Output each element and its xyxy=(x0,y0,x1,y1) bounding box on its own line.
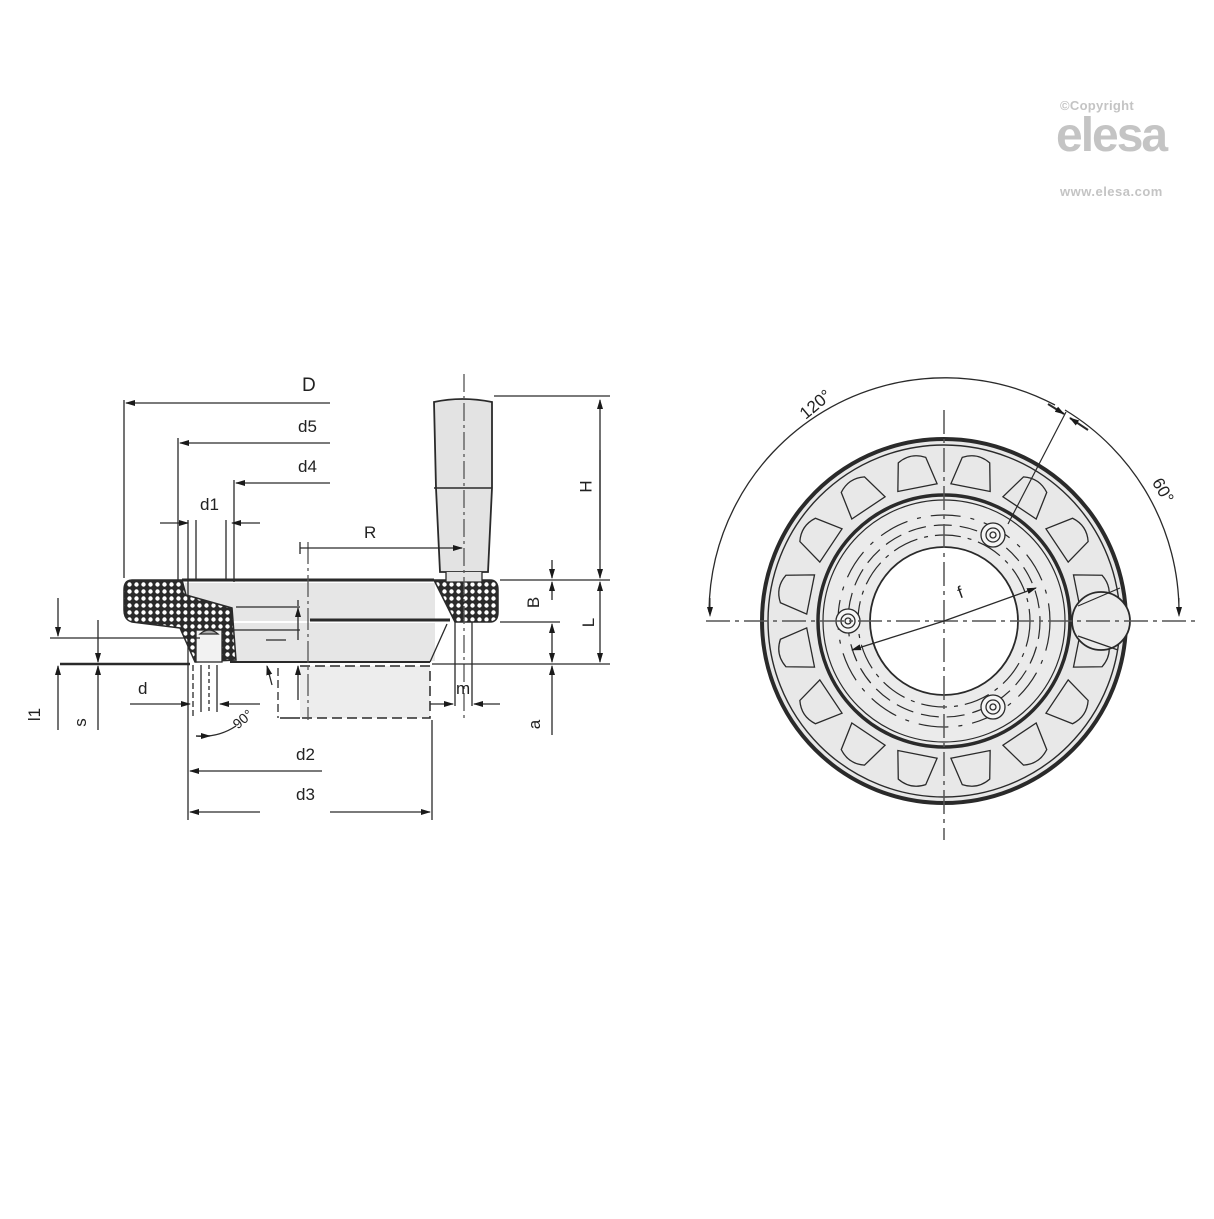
dim-label-R: R xyxy=(364,523,377,542)
dim-label-d4: d4 xyxy=(298,457,317,476)
dim-label-d3: d3 xyxy=(296,785,315,804)
dim-label-D: D xyxy=(302,375,316,396)
dim-label-a: a xyxy=(525,719,545,730)
dim-label-d1: d1 xyxy=(200,495,219,514)
dim-label-d2: d2 xyxy=(296,745,315,764)
website-url: www.elesa.com xyxy=(1060,184,1163,199)
dim-label-s: s xyxy=(70,718,90,727)
copyright-text: ©Copyright xyxy=(1060,98,1134,113)
screw-holes xyxy=(835,522,1006,720)
dim-label-d: d xyxy=(138,679,148,698)
dim-label-H: H xyxy=(576,480,596,493)
side-view xyxy=(50,374,610,820)
dim-label-L: L xyxy=(579,617,599,628)
dim-label-m: m xyxy=(456,679,471,698)
elesa-logo: elesa xyxy=(1056,109,1168,162)
dim-label-B: B xyxy=(524,596,544,609)
front-view xyxy=(706,377,1196,840)
dim-label-l1: l1 xyxy=(25,707,45,722)
dim-label-d5: d5 xyxy=(298,417,317,436)
